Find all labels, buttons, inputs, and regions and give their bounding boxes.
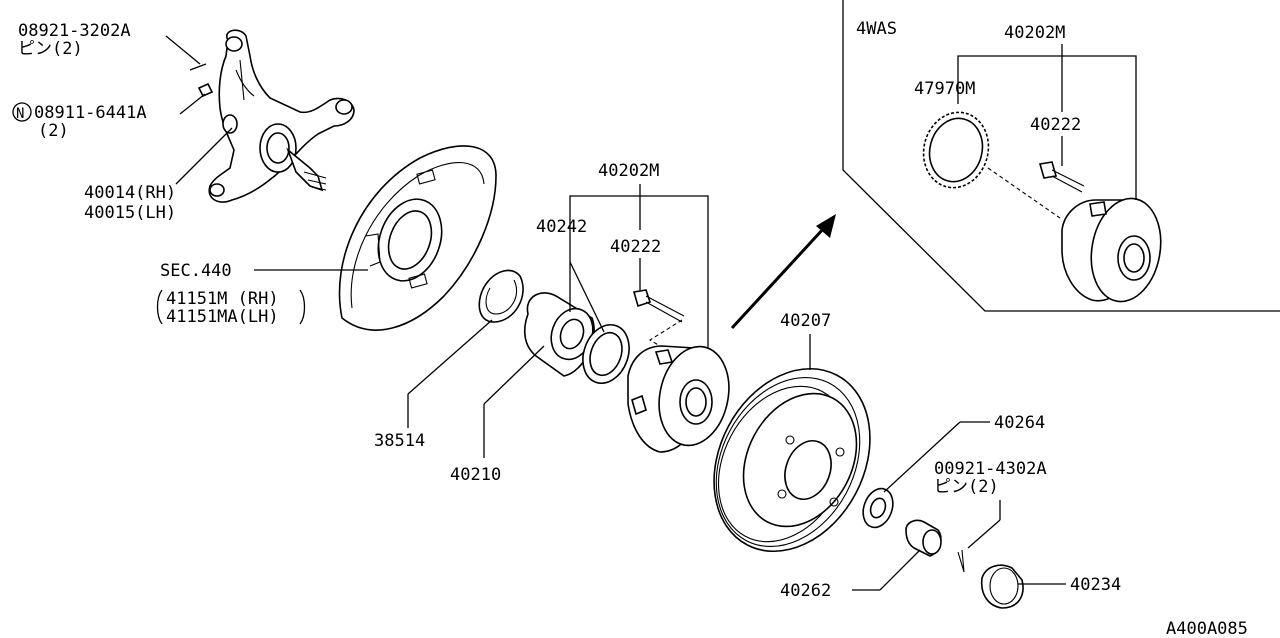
label-pin-bottom-code: 00921-4302A <box>934 459 1047 479</box>
label-seal: 40242 <box>536 217 587 237</box>
leader-lines <box>165 35 1137 591</box>
cotter-pin <box>957 549 965 573</box>
label-washer: 40264 <box>994 413 1045 433</box>
brake-rotor <box>713 367 871 553</box>
label-shield-rh: 41151M (RH) <box>166 289 279 309</box>
lock-nut <box>905 519 942 557</box>
label-rotor: 40207 <box>780 311 831 331</box>
label-nut-qty: (2) <box>38 121 69 141</box>
inset-title: 4WAS <box>856 19 897 39</box>
inset-label-hub-bolt: 40222 <box>1030 115 1081 135</box>
label-hub-assy: 40202M <box>598 161 659 181</box>
hub-cap <box>980 564 1024 609</box>
wheel-hub <box>627 345 730 453</box>
label-cap: 40234 <box>1070 575 1121 595</box>
labels: 08921-3202A ピン(2) N 08911-6441A (2) 4001… <box>12 19 1248 638</box>
label-knuckle-rh: 40014(RH) <box>84 183 176 203</box>
direction-arrow <box>730 214 836 330</box>
inset-frame <box>842 0 1280 312</box>
label-hub-bolt: 40222 <box>610 237 661 257</box>
dust-shield <box>338 145 497 331</box>
label-knuckle-lh: 40015(LH) <box>84 203 176 223</box>
label-lock-nut: 40262 <box>780 581 831 601</box>
washer <box>862 487 894 529</box>
label-pin-top-code: 08921-3202A <box>18 21 131 41</box>
inset-label-hub-assy: 40202M <box>1004 23 1065 43</box>
label-pin-bottom-qty: ピン(2) <box>934 477 999 497</box>
label-diagram-id: A400A085 <box>1166 619 1248 638</box>
label-nut-code: 08911-6441A <box>34 103 147 123</box>
label-n-circle: N <box>16 106 24 122</box>
label-shield-lh: 41151MA(LH) <box>166 307 279 327</box>
shield-label-bracket <box>156 289 306 325</box>
knuckle-pin <box>189 63 214 98</box>
steering-knuckle <box>208 29 355 203</box>
label-pin-top-qty: ピン(2) <box>18 39 83 59</box>
inset-hub-bolt <box>1038 161 1085 193</box>
label-bearing: 40210 <box>450 465 501 485</box>
label-snap-ring: 38514 <box>374 431 425 451</box>
inset-label-sensor-ring: 47970M <box>914 79 975 99</box>
wheel-bearing <box>523 292 595 377</box>
inset-sensor-ring <box>922 111 1061 219</box>
snap-ring <box>478 269 524 323</box>
grease-seal <box>582 324 630 384</box>
inset-hub <box>1061 197 1162 303</box>
hub-bolt <box>632 289 685 347</box>
label-sec: SEC.440 <box>160 261 232 281</box>
